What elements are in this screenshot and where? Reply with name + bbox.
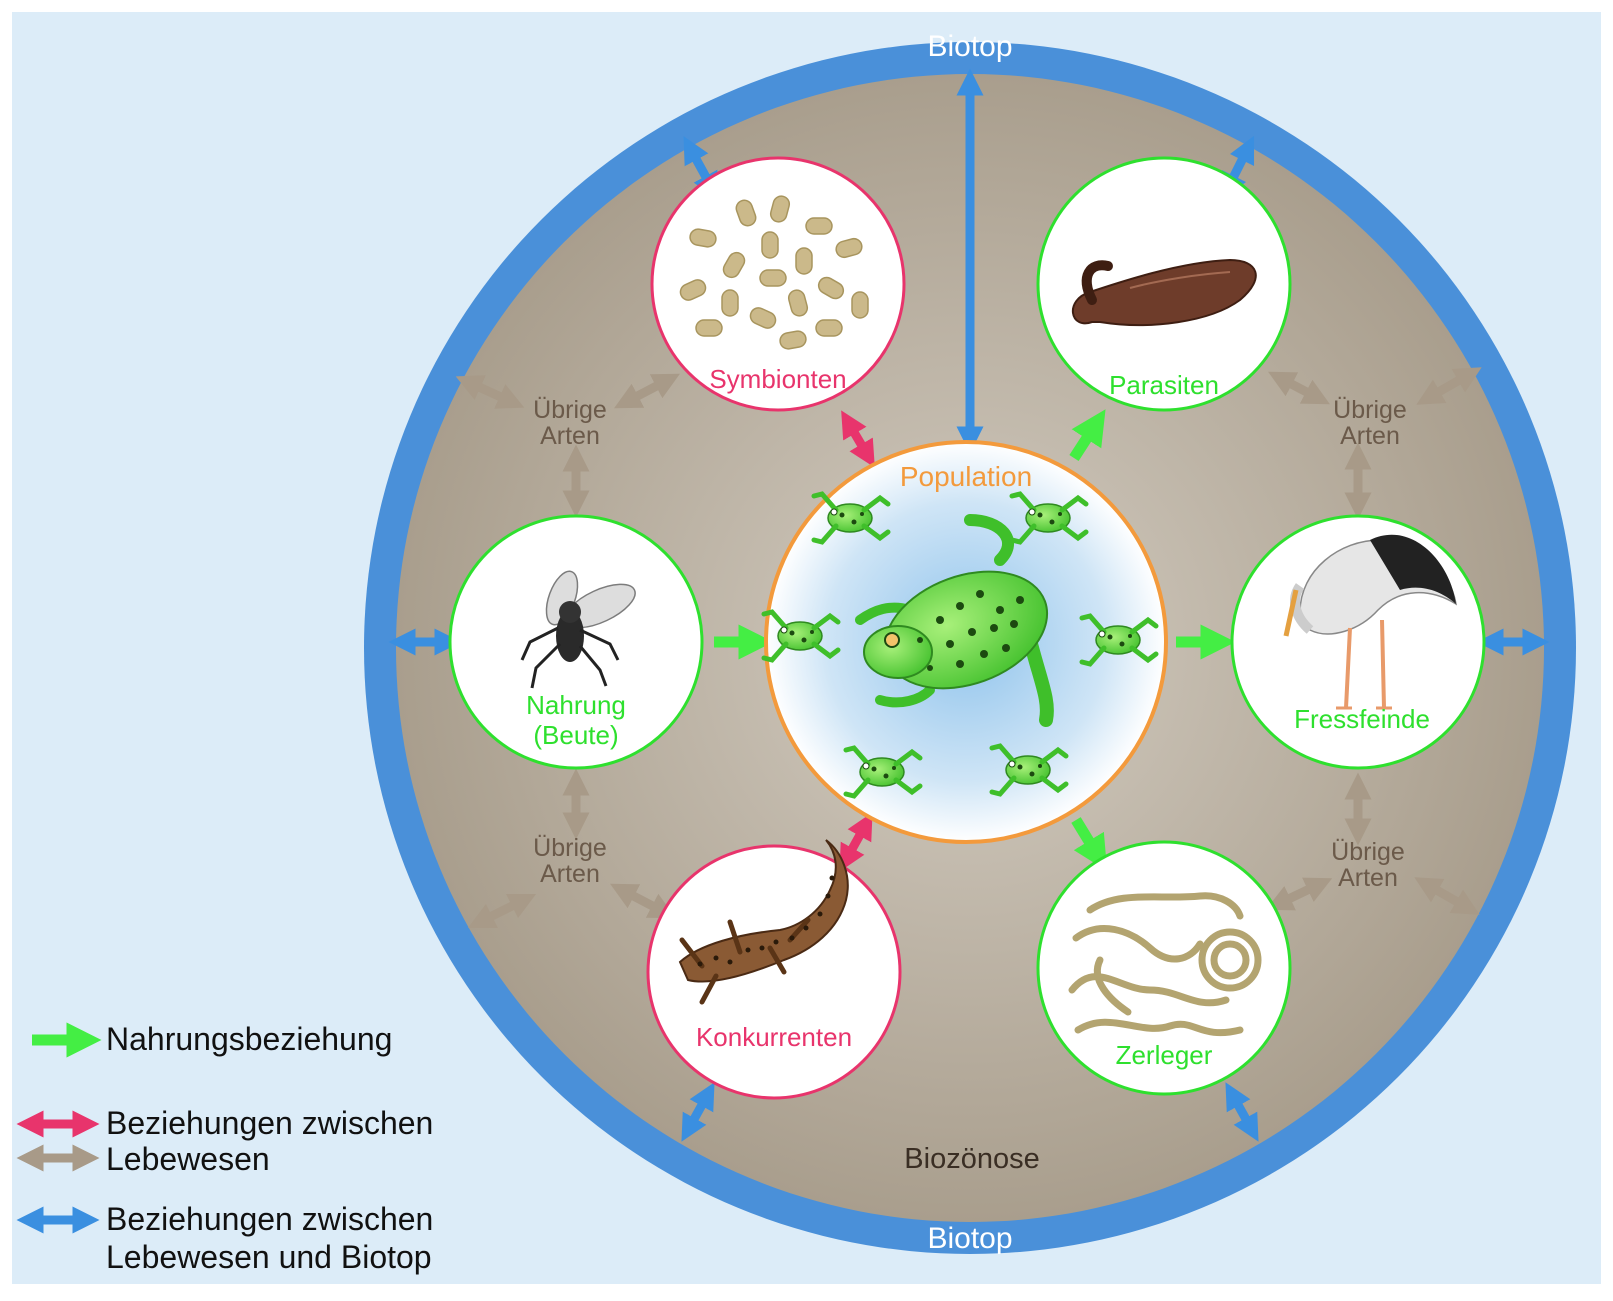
arrow-konkurrenten-population	[839, 812, 873, 872]
node-parasiten: Parasiten	[1036, 156, 1292, 412]
other-species-line1: Übrige	[1333, 396, 1407, 424]
bacteria-icon	[679, 195, 869, 350]
arrow-konkurrenten-biotop	[681, 1082, 715, 1142]
frog-icon	[855, 514, 1054, 727]
worms-icon	[1068, 892, 1262, 1037]
legend-organisms-line1: Beziehungen zwischen	[106, 1105, 433, 1141]
arrow-population-zerleger	[1071, 817, 1108, 872]
other-species-line2: Arten	[540, 860, 600, 888]
other-species-line2: Arten	[540, 422, 600, 450]
other-species-top-right: Übrige Arten	[1333, 396, 1407, 450]
legend-biotop: Beziehungen zwischen Lebewesen und Bioto…	[16, 1201, 433, 1275]
other-species-line2: Arten	[1340, 422, 1400, 450]
population-label: Population	[900, 461, 1032, 492]
other-species-line1: Übrige	[533, 396, 607, 424]
stork-icon	[1283, 534, 1458, 710]
arrow-population-parasiten	[1069, 409, 1106, 461]
legend-biotop-line2: Lebewesen und Biotop	[106, 1239, 432, 1275]
other-species-top-left: Übrige Arten	[533, 396, 607, 450]
konkurrenten-label: Konkurrenten	[696, 1022, 852, 1052]
other-species-line1: Übrige	[533, 834, 607, 862]
node-zerleger: Zerleger	[1036, 840, 1292, 1096]
arrow-ubrige-ring-tr	[1416, 367, 1482, 405]
fly-icon	[520, 570, 636, 689]
node-konkurrenten: Konkurrenten	[646, 839, 902, 1100]
other-species-line2: Arten	[1338, 864, 1398, 892]
other-species-bottom-left: Übrige Arten	[533, 834, 607, 888]
fressfeinde-label: Fressfeinde	[1294, 704, 1430, 734]
biotop-label-bottom: Biotop	[927, 1222, 1012, 1255]
arrow-ubrige-ring-tl	[455, 375, 525, 409]
arrow-symbionten-population	[841, 410, 875, 468]
nahrung-label-line1: Nahrung	[526, 690, 626, 720]
other-species-bottom-right: Übrige Arten	[1331, 838, 1405, 892]
legend-biotop-line1: Beziehungen zwischen	[106, 1201, 433, 1237]
legend: Nahrungsbeziehung Beziehungen zwischen L…	[16, 1021, 433, 1275]
salamander-icon	[678, 839, 849, 1005]
other-species-line1: Übrige	[1331, 838, 1405, 866]
leech-icon	[1072, 258, 1257, 327]
node-fressfeinde: Fressfeinde	[1230, 514, 1486, 770]
legend-food-label: Nahrungsbeziehung	[106, 1021, 392, 1057]
arrow-zerleger-biotop	[1225, 1082, 1259, 1142]
legend-organisms: Beziehungen zwischen Lebewesen	[16, 1105, 433, 1177]
arrow-ubrige-konkurrenten	[610, 883, 676, 919]
node-nahrung: Nahrung (Beute)	[448, 514, 704, 770]
arrow-ubrige-zerleger	[1265, 877, 1333, 911]
biotop-label-top: Biotop	[927, 30, 1012, 63]
arrow-ubrige-parasiten	[1268, 371, 1330, 405]
legend-organisms-line2: Lebewesen	[106, 1141, 270, 1177]
parasiten-label: Parasiten	[1109, 370, 1219, 400]
symbionten-label: Symbionten	[709, 364, 846, 394]
nahrung-label-line2: (Beute)	[533, 720, 618, 750]
arrow-ubrige-ring-bl	[467, 893, 537, 929]
biozoenose-label: Biozönose	[904, 1143, 1039, 1175]
node-symbionten: Symbionten	[650, 156, 906, 412]
legend-food: Nahrungsbeziehung	[32, 1021, 392, 1058]
arrow-ubrige-ring-br	[1414, 877, 1480, 915]
node-population: Population	[764, 440, 1168, 844]
zerleger-label: Zerleger	[1116, 1040, 1213, 1070]
arrow-ubrige-symbionten	[614, 373, 680, 409]
